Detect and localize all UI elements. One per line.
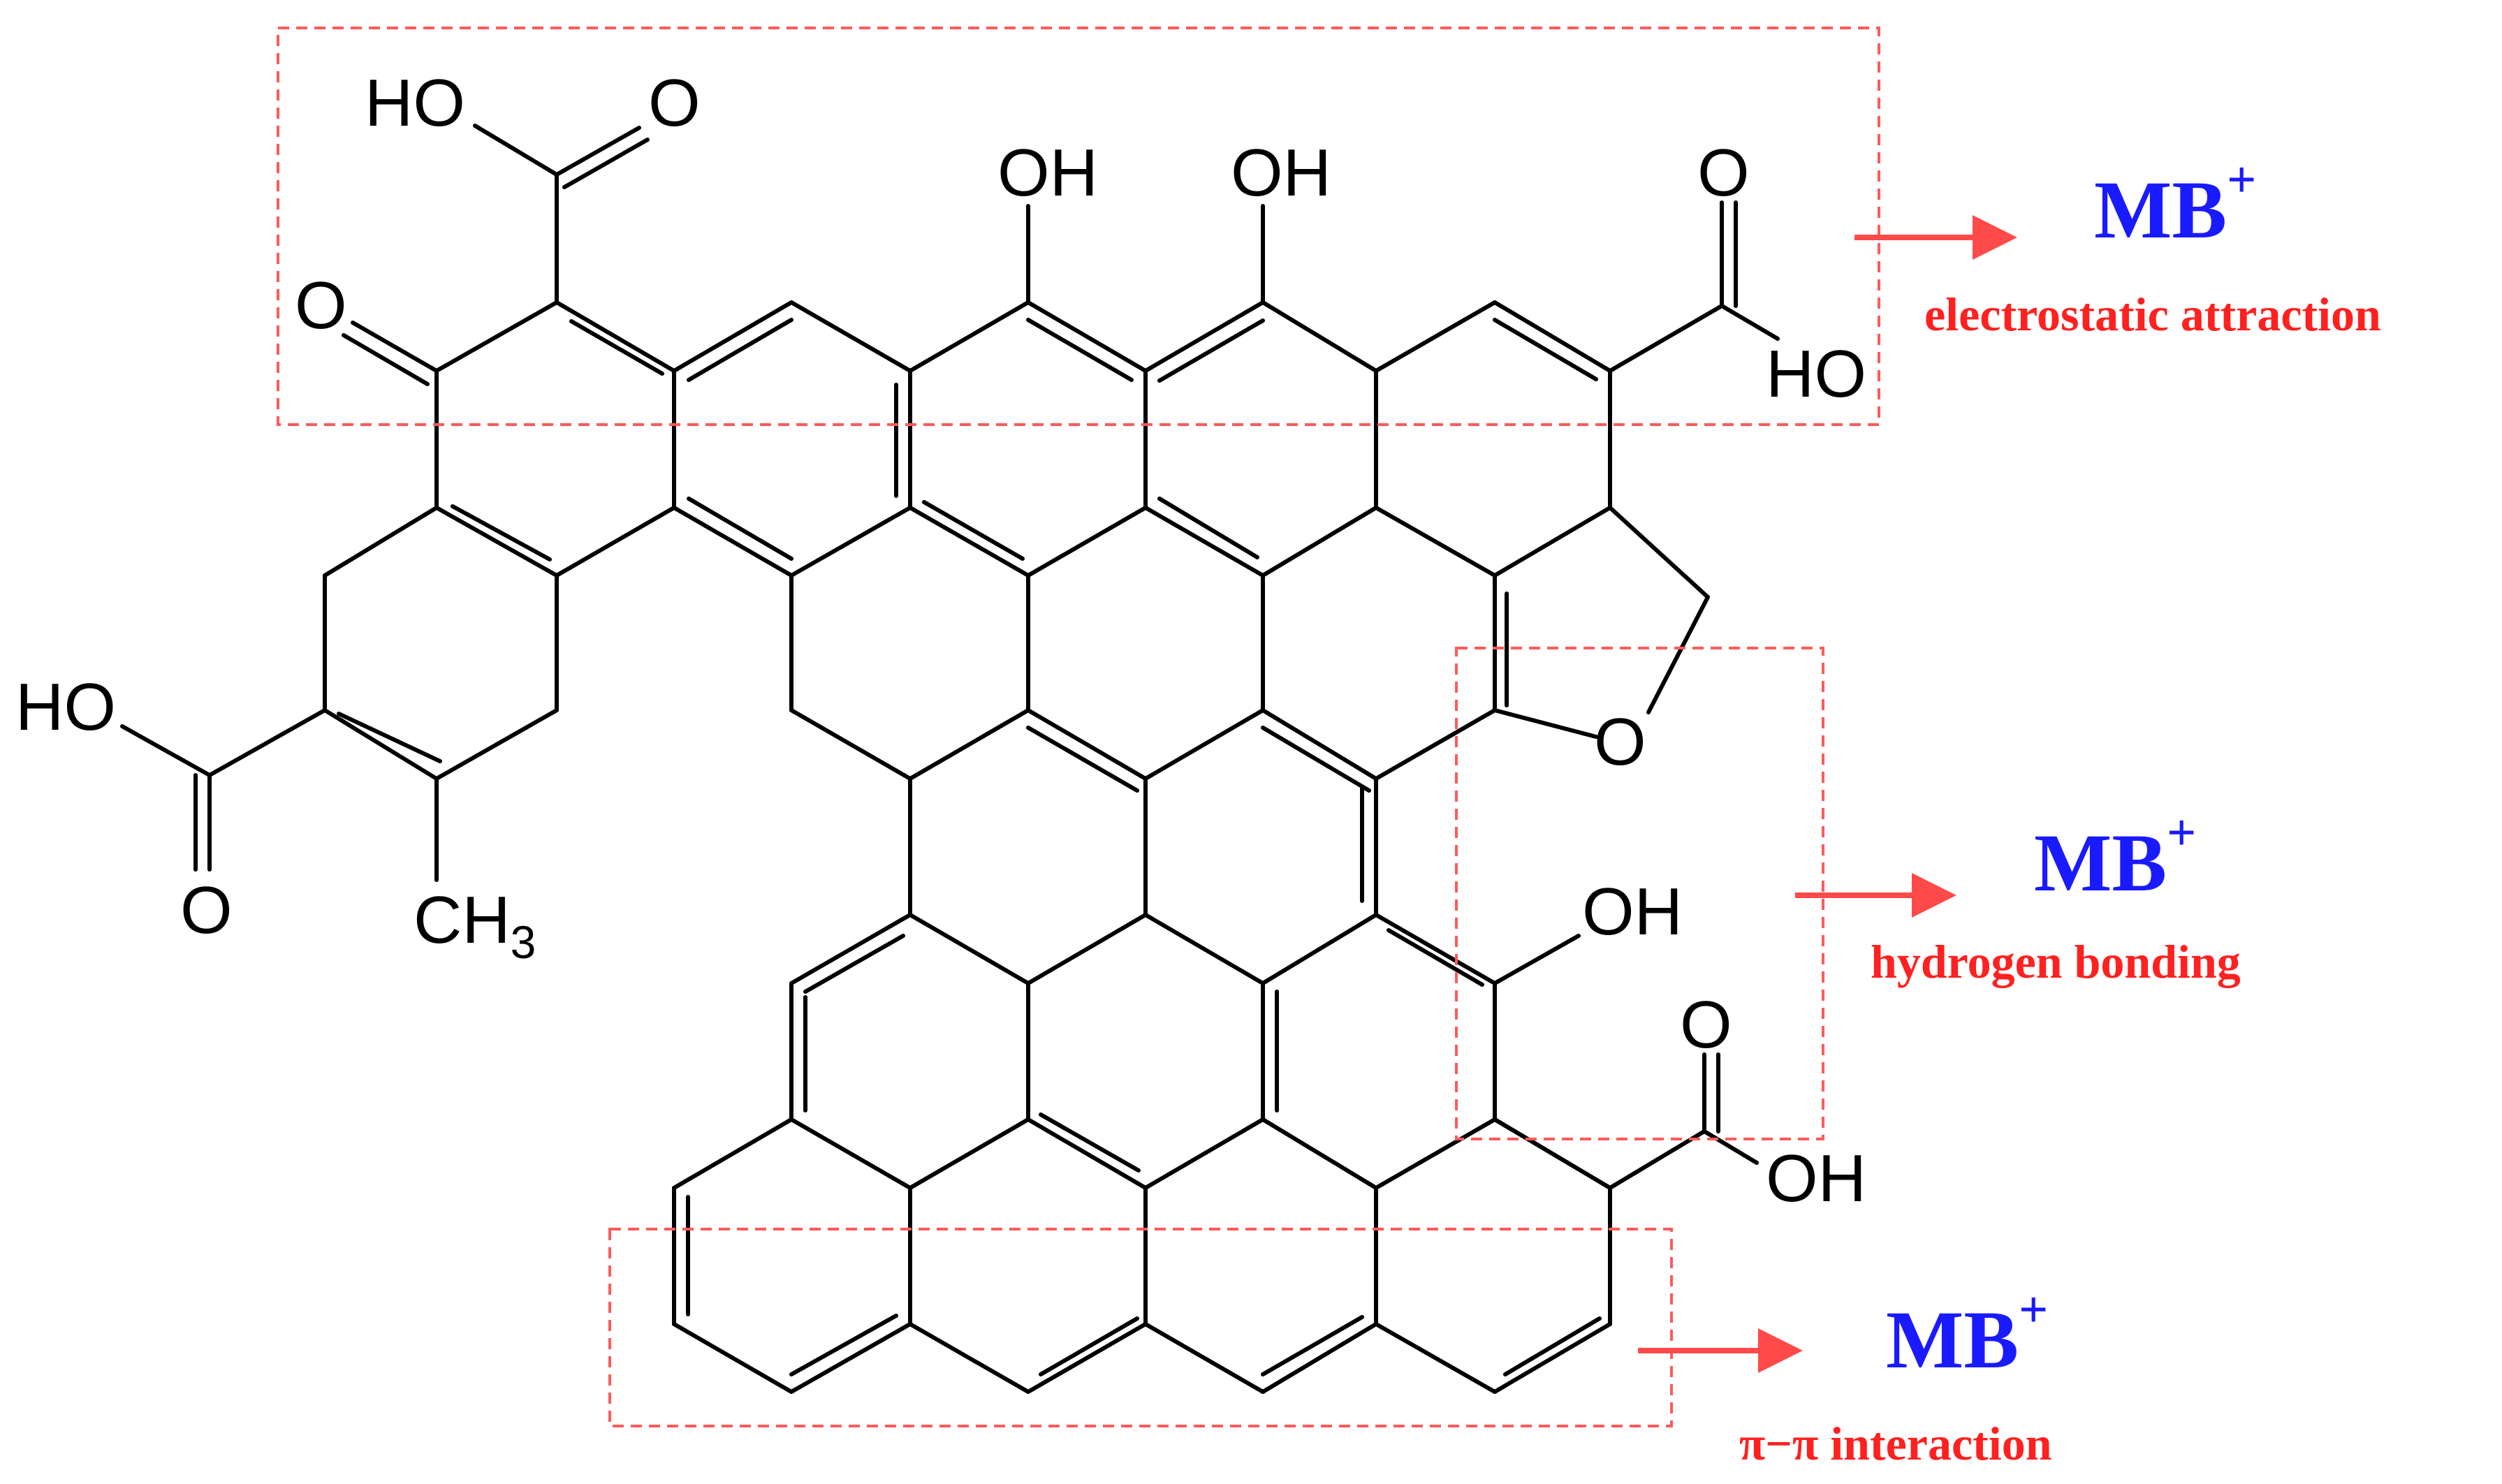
electrostatic-region-box [277,27,1880,426]
mechanism-label-electrostatic: electrostatic attraction [1924,288,2381,341]
atom-label-oh: OH [1231,135,1331,210]
pi-pi-region-box [608,1228,1673,1427]
atom-label-oh: OH [1582,874,1683,949]
atom-label-o: O [648,66,701,140]
atom-label-oh: OH [1766,1141,1866,1216]
highlight-boxes [277,27,1880,1427]
mb-label: MB+ [1886,1281,2048,1386]
atom-label-ho: HO [365,66,465,140]
atom-label-o: O [1697,135,1750,210]
atom-label-o: O [1680,987,1732,1062]
atom-label-o: O [1594,705,1646,779]
mb-label: MB+ [2034,805,2196,909]
mechanism-label-pi-pi: π−π interaction [1739,1417,2052,1470]
atom-labels: HO O O OH OH O HO HO O CH3 O OH O OH [15,66,1866,1216]
mb-label: MB+ [2094,152,2256,256]
atom-label-o: O [295,268,347,343]
annotation-hydrogen-bonding: MB+ hydrogen bonding [1795,805,2241,988]
atom-label-o: O [180,873,233,948]
atom-label-ho: HO [15,670,116,744]
atom-label-ho: HO [1766,337,1866,411]
atom-label-oh: OH [997,135,1098,210]
hydrogen-bonding-region-box [1455,647,1824,1140]
annotation-electrostatic: MB+ electrostatic attraction [1854,152,2381,341]
annotation-pi-pi: MB+ π−π interaction [1638,1281,2052,1470]
atom-label-ch3: CH3 [414,883,536,968]
mechanism-label-hydrogen-bonding: hydrogen bonding [1871,935,2241,988]
double-bond-lines [337,318,1602,1376]
molecular-skeleton [120,124,1780,1394]
